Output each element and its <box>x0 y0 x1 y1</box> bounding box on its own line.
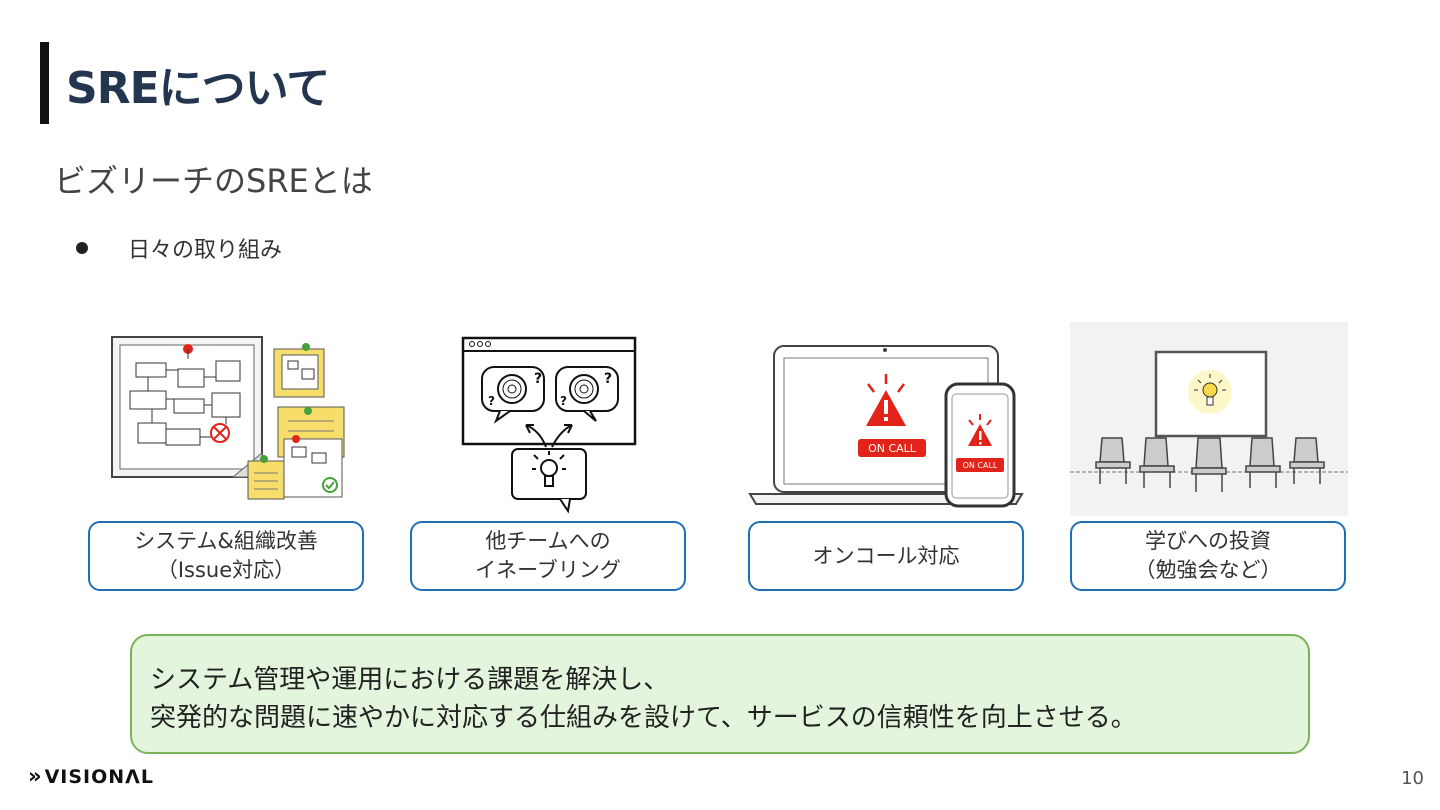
study-session-illustration <box>1070 322 1348 516</box>
card-line: 学びへの投資 <box>1145 529 1271 553</box>
card-line: イネーブリング <box>475 558 621 582</box>
bullet-text: 日々の取り組み <box>128 238 283 263</box>
oncall-badge: ON CALL <box>868 442 917 455</box>
enabling-illustration: ? ? ? ? <box>461 336 637 514</box>
card-line: システム&組織改善 <box>134 529 318 553</box>
card-line: （勉強会など） <box>1134 558 1282 582</box>
oncall-badge-small: ON CALL <box>963 461 998 470</box>
card-line: （Issue対応） <box>156 558 296 582</box>
card-learning-investment: 学びへの投資 （勉強会など） <box>1070 521 1346 591</box>
page-number: 10 <box>1401 768 1424 789</box>
card-line: オンコール対応 <box>812 543 960 568</box>
chevron-logo-icon: » <box>28 764 41 788</box>
card-enabling-teams: 他チームへのイネーブリング <box>410 521 686 591</box>
summary-line: システム管理や運用における課題を解決し、 <box>150 665 670 695</box>
bullet-item: 日々の取り組み <box>76 232 282 264</box>
system-diagram-illustration <box>111 336 345 500</box>
card-oncall: オンコール対応 <box>748 521 1024 591</box>
summary-note: システム管理や運用における課題を解決し、 突発的な問題に速やかに対応する仕組みを… <box>130 634 1310 754</box>
bullet-dot-icon <box>76 242 88 254</box>
svg-text:?: ? <box>534 371 542 387</box>
svg-text:?: ? <box>488 394 495 408</box>
visional-logo: »VISIONΛL <box>28 764 154 788</box>
logo-text: VISIONΛL <box>44 766 154 788</box>
card-line: 他チームへの <box>485 529 611 553</box>
svg-text:?: ? <box>560 394 567 408</box>
card-system-org-improvement: システム&組織改善 （Issue対応） <box>88 521 364 591</box>
title-accent-bar <box>40 42 49 124</box>
summary-line: 突発的な問題に速やかに対応する仕組みを設けて、サービスの信頼性を向上させる。 <box>150 703 1137 733</box>
oncall-illustration: ON CALL ON CALL <box>748 345 1024 508</box>
svg-text:?: ? <box>604 371 612 387</box>
page-title: SREについて <box>66 63 330 114</box>
section-subtitle: ビズリーチのSREとは <box>54 162 373 200</box>
